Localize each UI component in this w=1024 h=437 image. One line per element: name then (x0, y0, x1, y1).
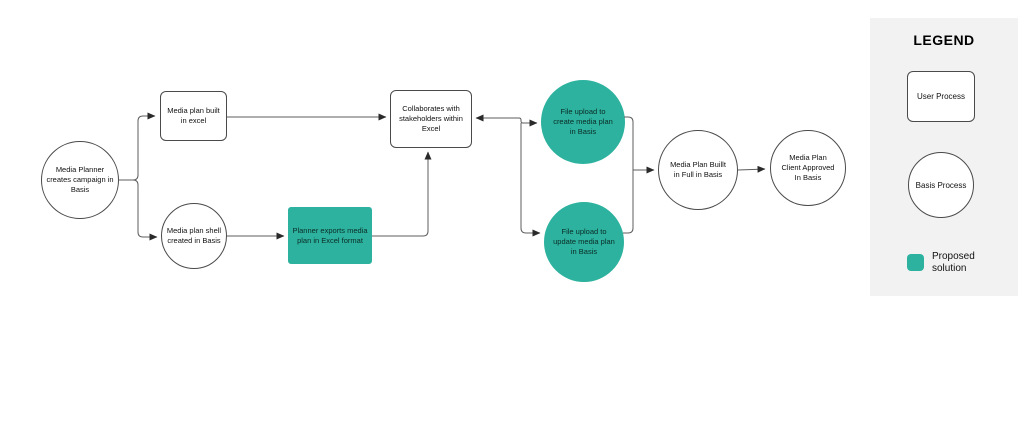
legend-proposed-solution-swatch (907, 254, 924, 271)
legend-proposed-solution-label: Proposed solution (932, 251, 975, 274)
node-file-upload-update-media-plan: File upload to update media plan in Basi… (544, 202, 624, 282)
legend-user-process-shape: User Process (907, 71, 975, 122)
node-media-plan-shell-created: Media plan shell created in Basis (161, 203, 227, 269)
node-media-plan-built-in-full: Media Plan Buillt in Full in Basis (658, 130, 738, 210)
node-file-upload-create-media-plan: File upload to create media plan in Basi… (541, 80, 625, 164)
node-media-planner-creates-campaign: Media Planner creates campaign in Basis (41, 141, 119, 219)
node-media-plan-client-approved: Media Plan Client Approved In Basis (770, 130, 846, 206)
node-collaborates-with-stakeholders: Collaborates with stakeholders within Ex… (390, 90, 472, 148)
node-planner-exports-media-plan: Planner exports media plan in Excel form… (288, 207, 372, 264)
legend-basis-process-shape: Basis Process (908, 152, 974, 218)
node-media-plan-built-in-excel: Media plan built in excel (160, 91, 227, 141)
legend-panel: LEGEND User Process Basis Process Propos… (870, 18, 1018, 296)
legend-title: LEGEND (913, 32, 975, 48)
